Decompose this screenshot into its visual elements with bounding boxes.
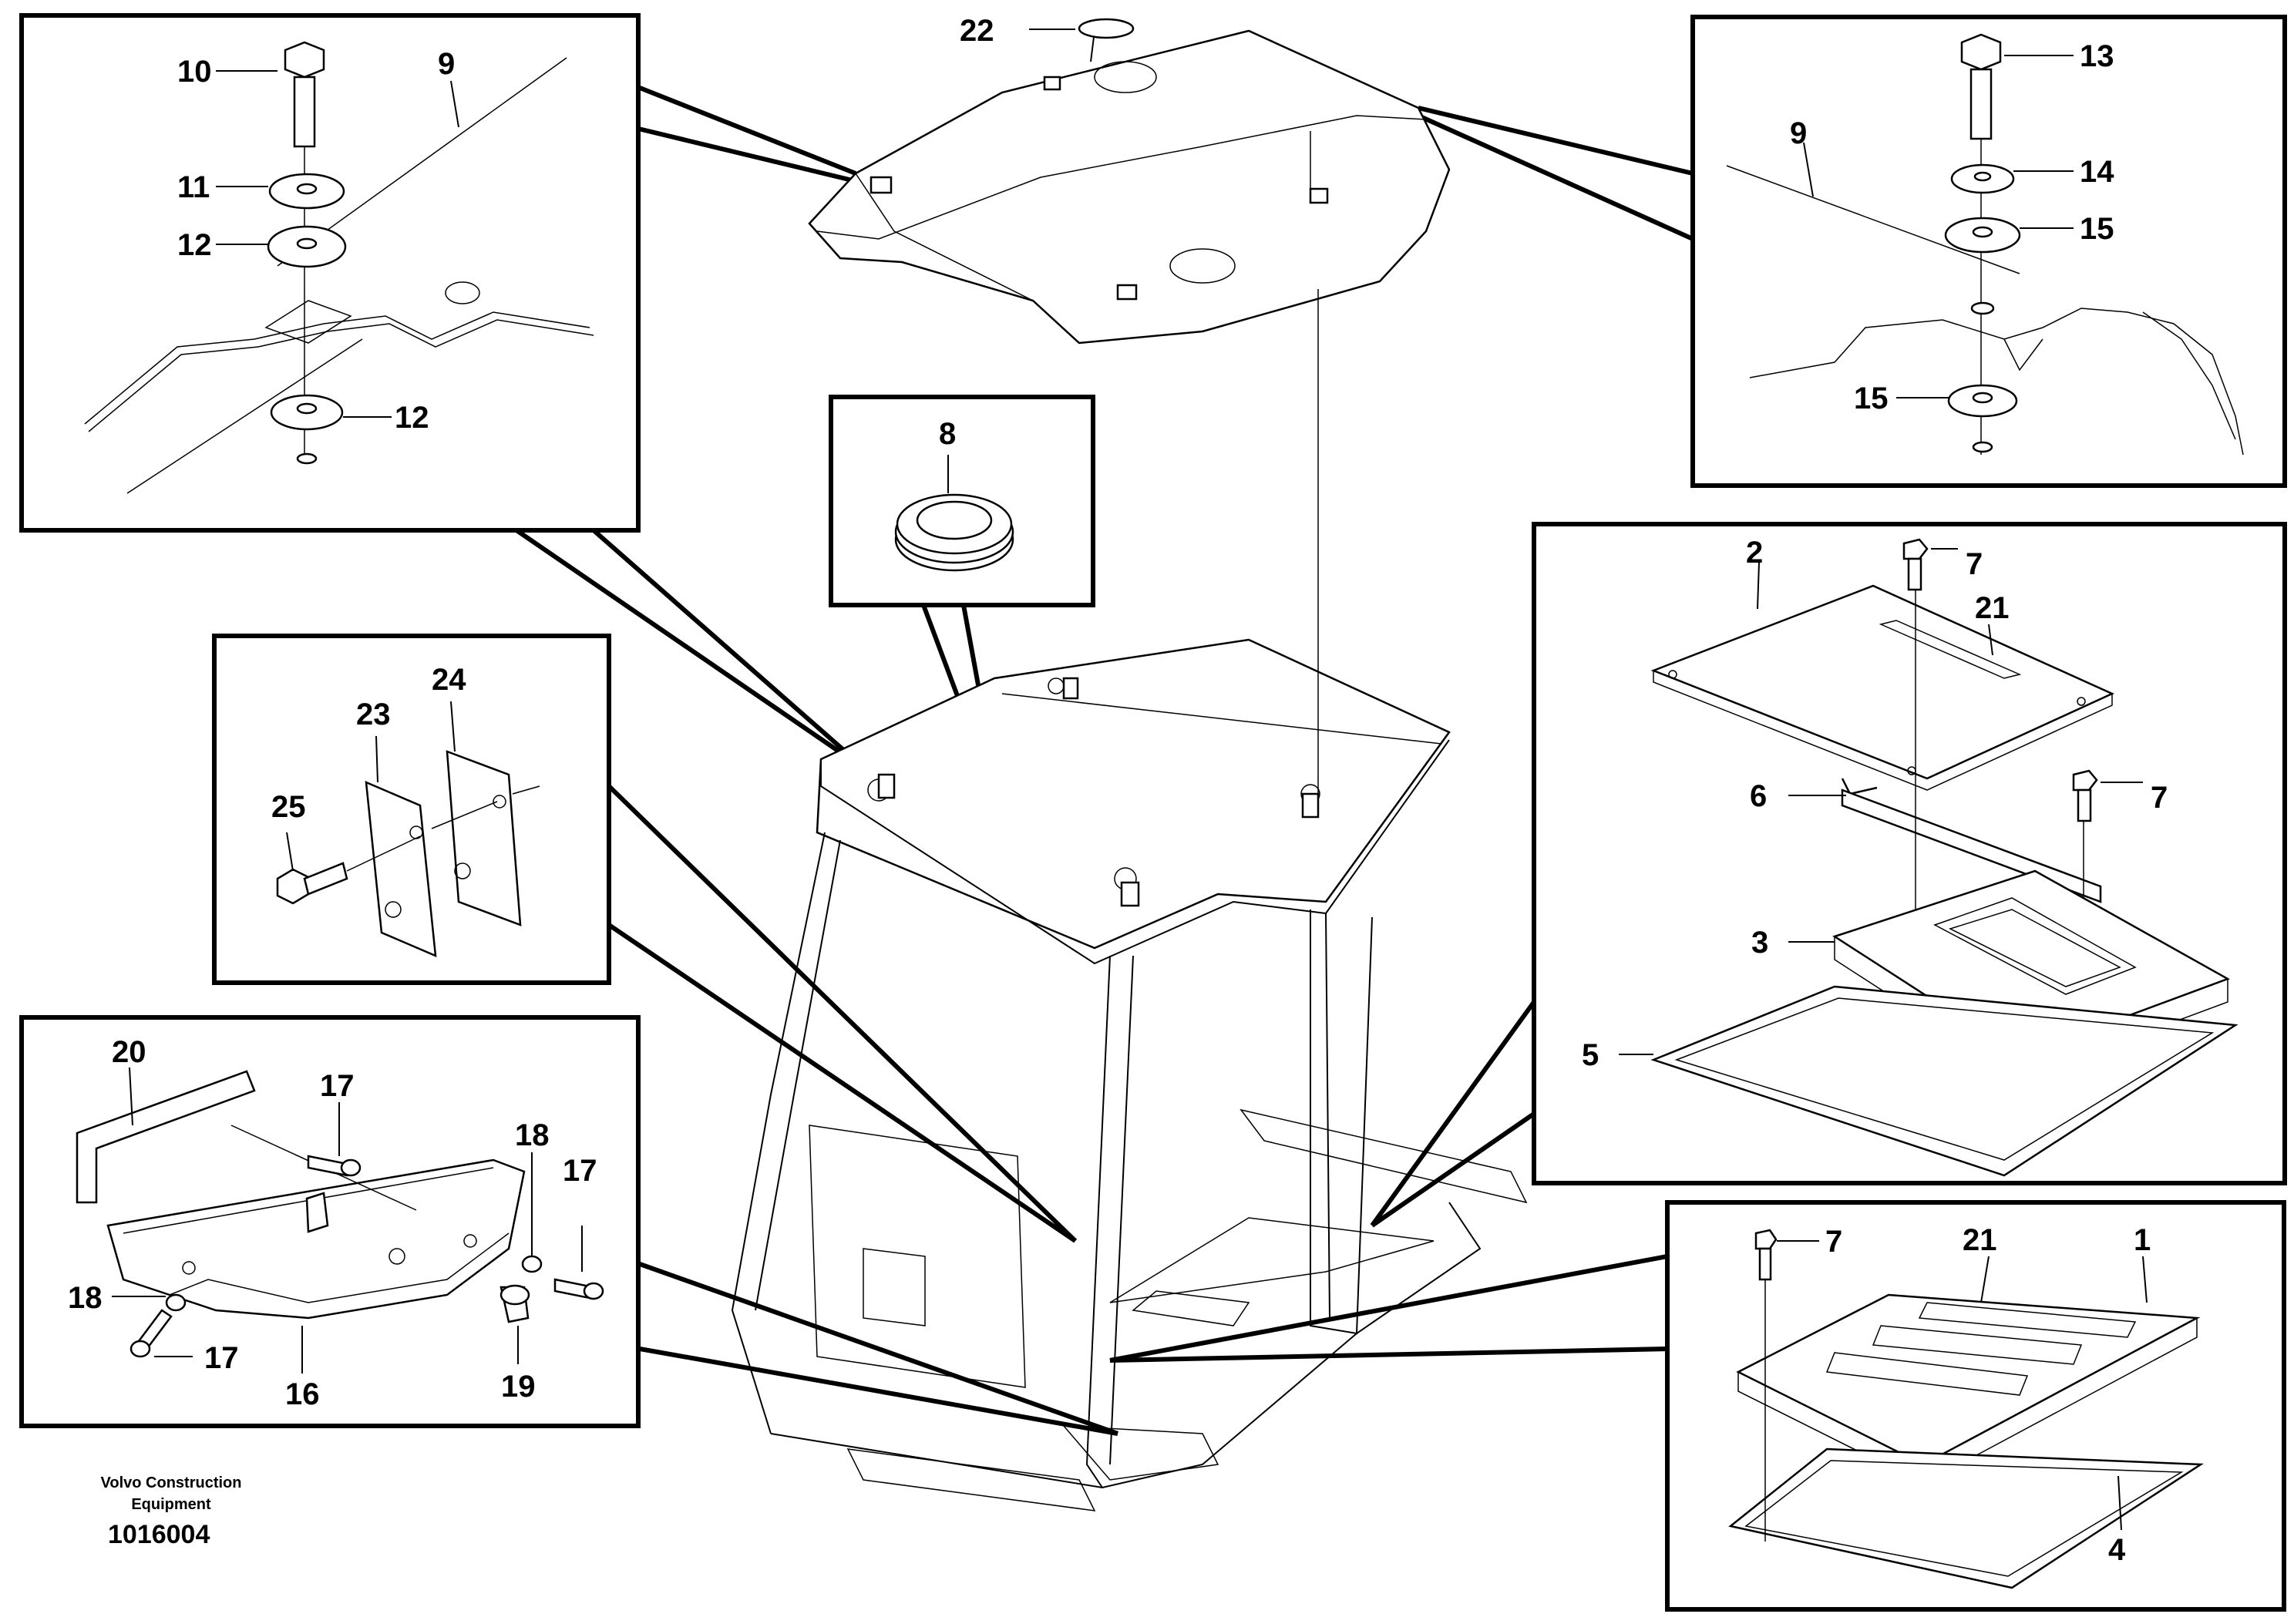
callout-2: 2: [1746, 536, 1763, 570]
detail-box-floor-hatch: [1665, 1200, 2286, 1612]
company-name-line2: Equipment: [131, 1496, 211, 1513]
callout-20: 20: [112, 1035, 146, 1069]
callout-23: 23: [356, 698, 391, 731]
callout-25: 25: [271, 790, 306, 824]
callout-1: 1: [2134, 1223, 2151, 1257]
roof-cover-panel: [808, 18, 1451, 817]
drawing-footer: Volvo Construction Equipment 1016004: [101, 1474, 242, 1549]
callout-9-right: 9: [1790, 116, 1807, 150]
callout-13: 13: [2080, 39, 2114, 73]
callout-3: 3: [1751, 926, 1768, 960]
callout-22: 22: [960, 14, 994, 48]
callout-17-right: 17: [563, 1154, 597, 1188]
callout-labels: 10 9 11 12 12 22 13 9 14 15 15 8 24 23 2…: [68, 14, 2168, 1567]
callout-4: 4: [2108, 1533, 2126, 1567]
detail-box-roof-mount-left: [19, 13, 641, 533]
callout-21-top: 21: [1975, 591, 2010, 625]
callout-7-mid: 7: [2151, 781, 2168, 815]
callout-17-bottom: 17: [204, 1341, 239, 1375]
callout-15-upper: 15: [2080, 212, 2114, 246]
callout-19: 19: [501, 1370, 536, 1404]
callout-6: 6: [1750, 779, 1767, 813]
callout-14: 14: [2080, 155, 2114, 189]
callout-8: 8: [939, 417, 956, 451]
callout-7-bottom: 7: [1825, 1225, 1842, 1259]
callout-7-top: 7: [1966, 547, 1983, 581]
detail-box-corner-plates: [212, 634, 611, 985]
callout-12-upper: 12: [177, 228, 212, 262]
callout-18-right: 18: [515, 1118, 550, 1152]
detail-box-roof-mount-right: [1690, 15, 2287, 488]
detail-box-roof-hatch: [1532, 522, 2287, 1185]
cab-assembly: [731, 638, 1528, 1511]
callout-17-top: 17: [320, 1069, 355, 1103]
callout-connectors: [515, 82, 1694, 1436]
detail-box-grommet: [829, 395, 1095, 607]
callout-11: 11: [177, 170, 210, 204]
callout-24: 24: [432, 663, 466, 697]
callout-5: 5: [1582, 1038, 1599, 1072]
callout-9-left: 9: [438, 47, 455, 81]
detail-box-step-bracket: [19, 1015, 641, 1428]
callout-10: 10: [177, 55, 212, 89]
company-name-line1: Volvo Construction: [101, 1474, 242, 1491]
callout-21-bottom: 21: [1963, 1223, 1997, 1257]
callout-18-left: 18: [68, 1281, 103, 1315]
callout-16: 16: [285, 1377, 320, 1411]
callout-12-lower: 12: [395, 401, 429, 435]
callout-15-lower: 15: [1854, 382, 1889, 415]
drawing-number: 1016004: [108, 1520, 210, 1549]
